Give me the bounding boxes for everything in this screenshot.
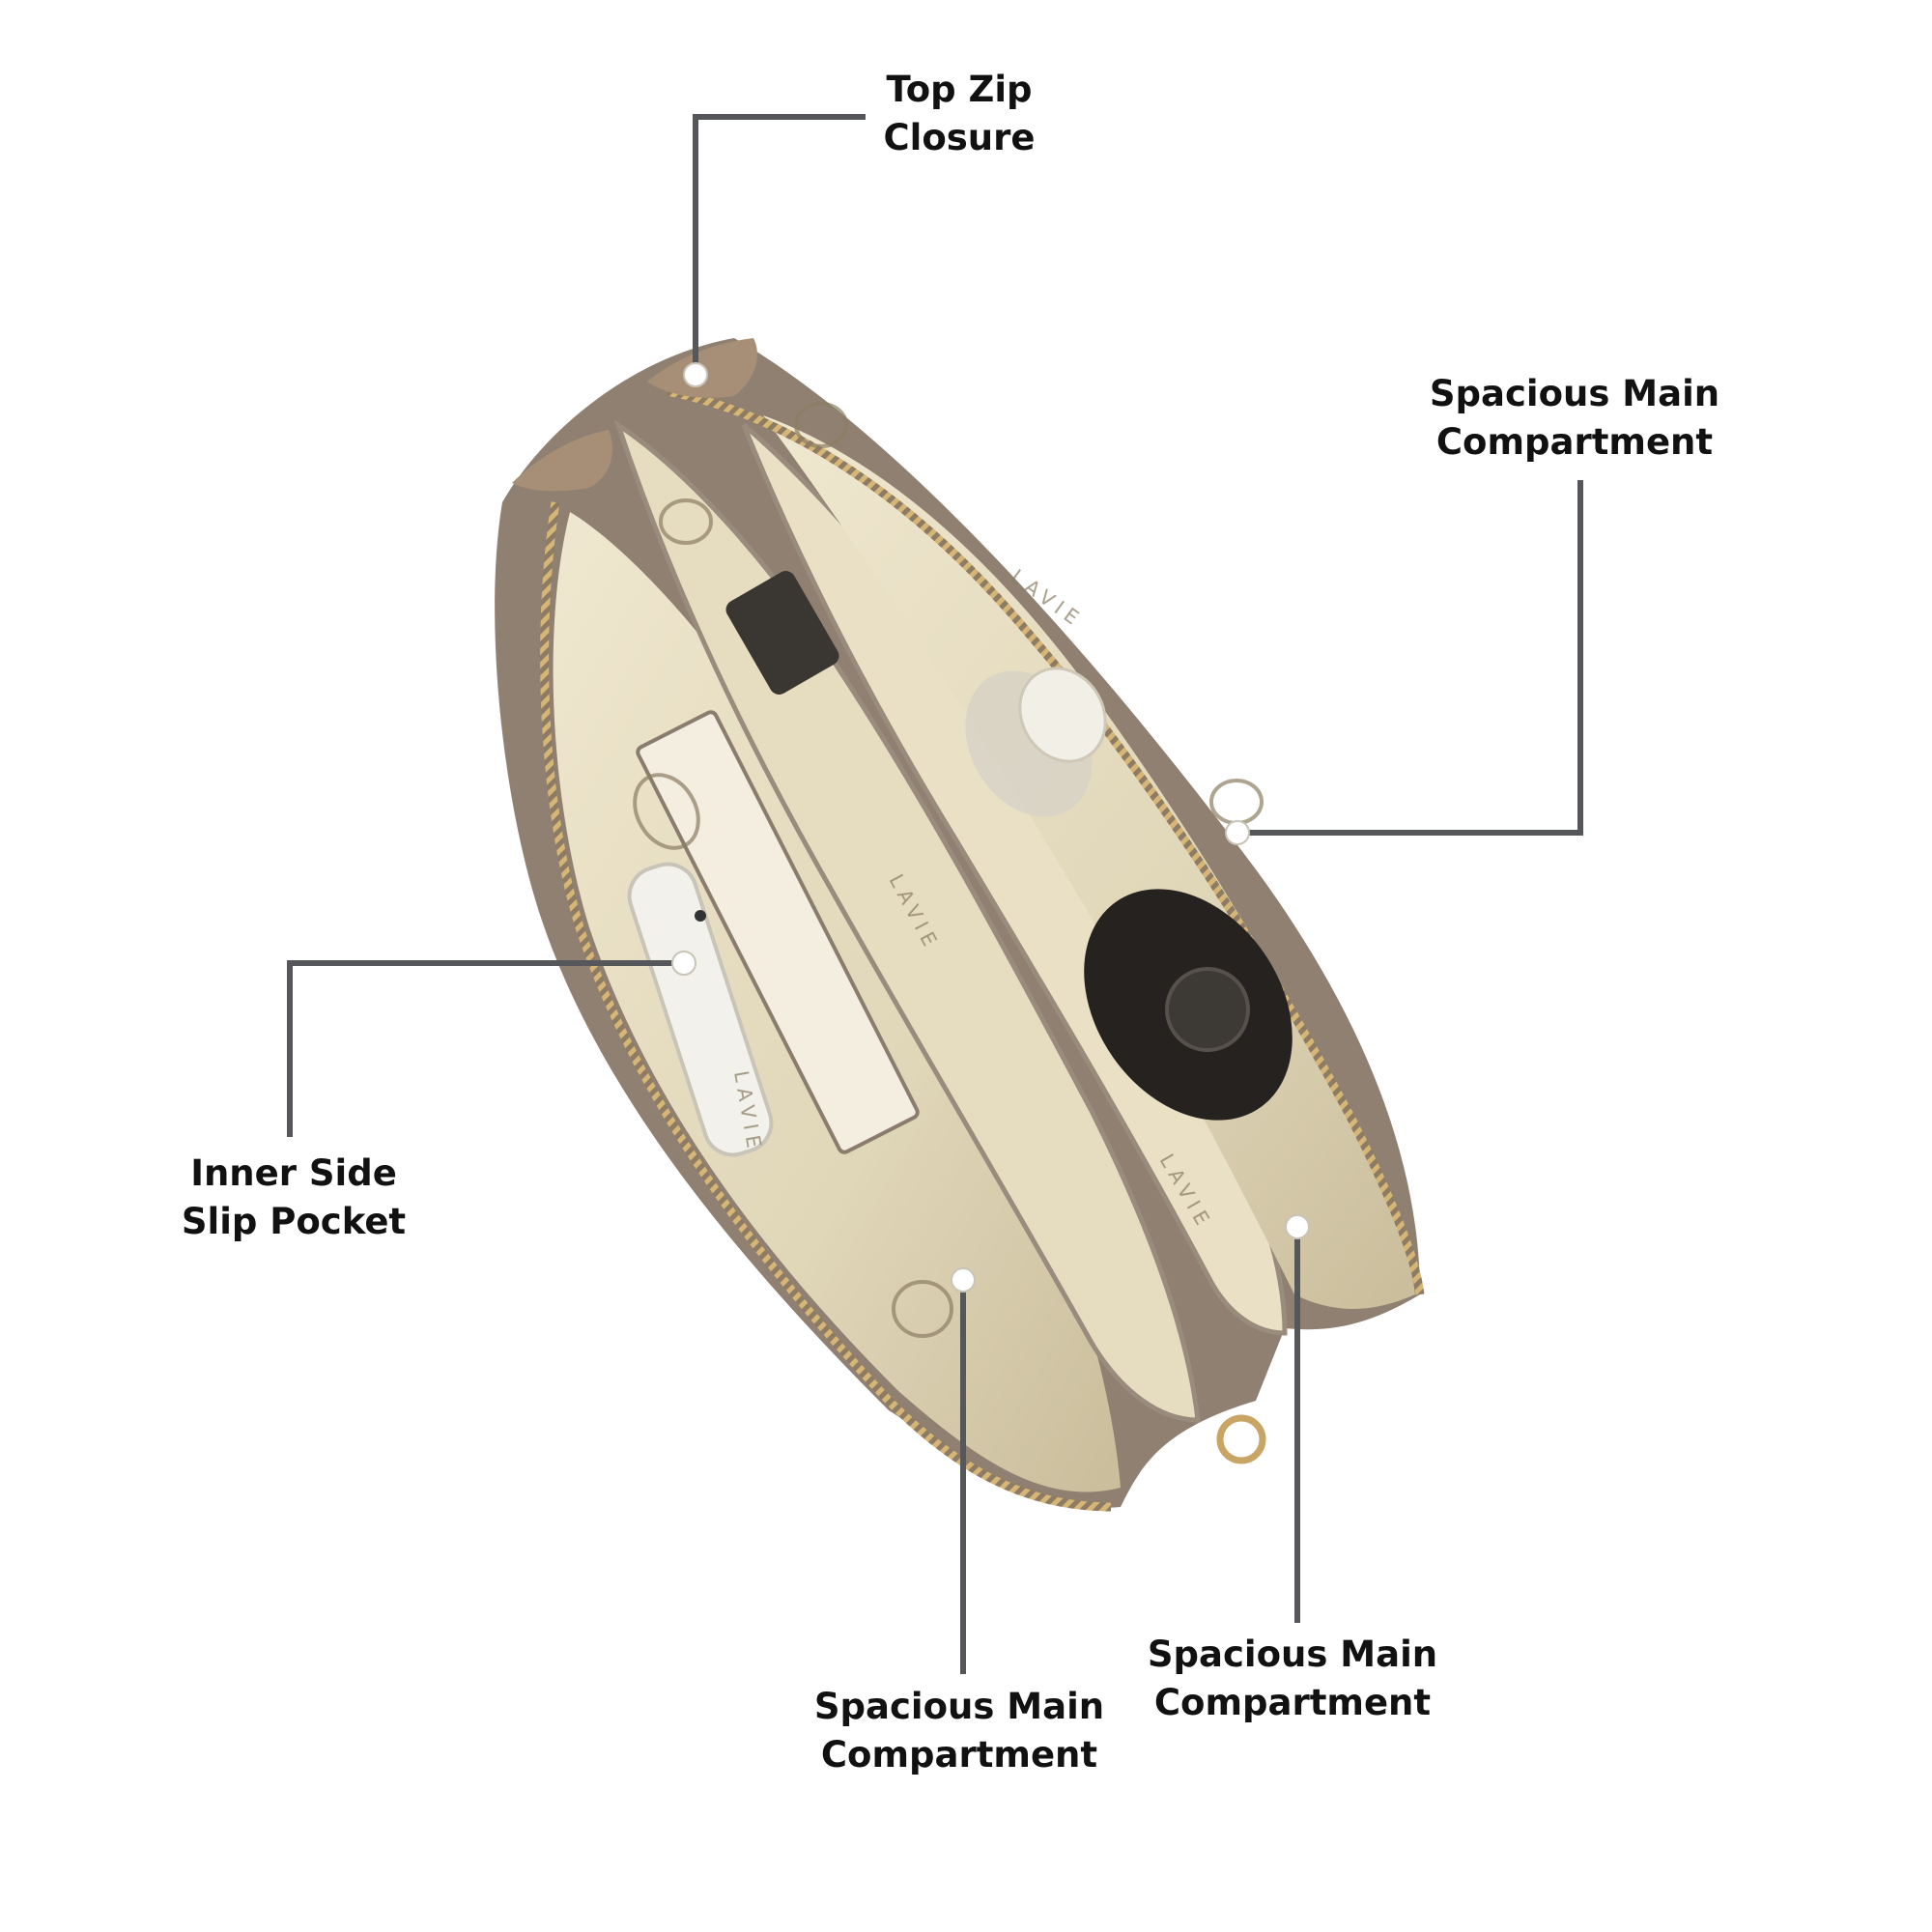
label-main-bottom-right-line2: Compartment [1153, 1682, 1432, 1723]
label-top-zip-line2: Closure [883, 117, 1036, 158]
phone-camera [695, 910, 706, 922]
gold-ring [1216, 1414, 1266, 1464]
dot-main-bottom-left [951, 1267, 976, 1293]
notebook [636, 710, 920, 1154]
label-top-zip-line1: Top Zip [886, 69, 1033, 110]
label-main-bottom-right-line1: Spacious Main [1147, 1634, 1438, 1675]
label-main-right-line2: Compartment [1435, 421, 1714, 463]
clutch-bag [495, 338, 1425, 1512]
label-main-compartment-right: Spacious Main Compartment [1430, 370, 1719, 467]
leader-main-right [1237, 480, 1583, 836]
dark-item [725, 571, 839, 695]
label-main-bottom-left-line1: Spacious Main [813, 1686, 1105, 1727]
leader-slip-pocket [287, 960, 684, 1137]
left-zip-tab [512, 430, 612, 492]
dot-top-zip [683, 362, 708, 387]
right-zipper [666, 386, 1425, 1295]
perfume-cap [1018, 667, 1107, 763]
callout-dots [671, 362, 1310, 1293]
leader-top-zip [693, 114, 866, 372]
leader-lines [287, 114, 1583, 1674]
label-slip-pocket-line1: Inner Side [190, 1152, 397, 1194]
label-main-bottom-left-line2: Compartment [820, 1734, 1098, 1776]
label-inner-side-slip-pocket: Inner Side Slip Pocket [182, 1150, 406, 1246]
phone [627, 862, 774, 1157]
label-main-compartment-bottom-left: Spacious Main Compartment [814, 1683, 1104, 1779]
label-top-zip-closure: Top Zip Closure [884, 66, 1036, 162]
dot-main-bottom-right [1285, 1214, 1310, 1239]
dot-main-right [1225, 820, 1250, 845]
dot-slip-pocket [671, 951, 696, 976]
label-main-compartment-bottom-right: Spacious Main Compartment [1148, 1631, 1437, 1727]
label-main-right-line1: Spacious Main [1429, 373, 1720, 414]
compact-emblem [1165, 967, 1250, 1052]
label-slip-pocket-line2: Slip Pocket [181, 1201, 407, 1242]
